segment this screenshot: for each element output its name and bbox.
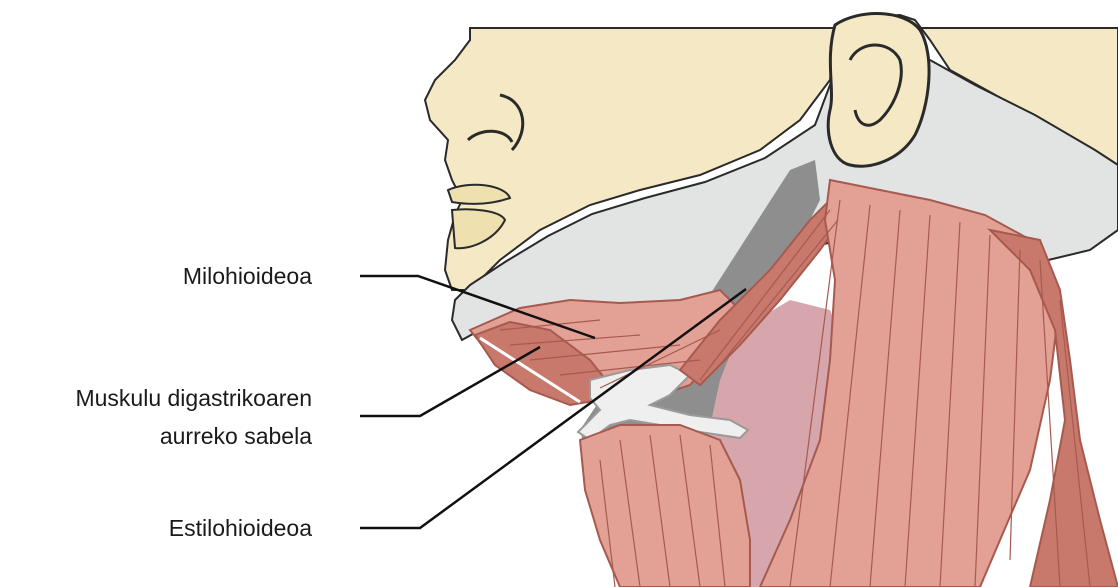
label-digastric-line1: Muskulu digastrikoaren (75, 381, 312, 415)
label-stylohyoid: Estilohioideoa (169, 511, 312, 545)
label-digastric-line2: aurreko sabela (160, 419, 312, 453)
label-mylohyoid: Milohioideoa (183, 259, 312, 293)
